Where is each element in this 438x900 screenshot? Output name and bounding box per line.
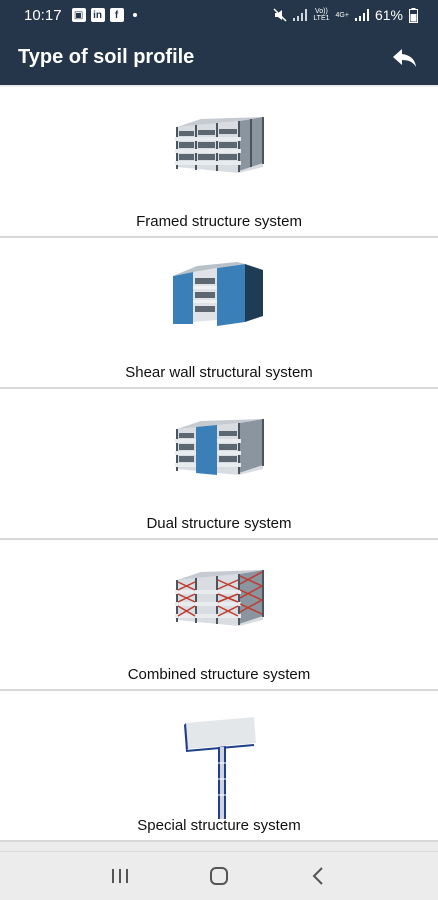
signal-icon [293, 9, 308, 21]
list-item-label: Framed structure system [136, 213, 302, 230]
list-item-shear-wall[interactable]: Shear wall structural system [0, 238, 438, 389]
gallery-icon: ▣ [71, 8, 86, 22]
list-item-special[interactable]: Special structure system [0, 691, 438, 842]
structure-list: Framed structure system Shear wall struc… [0, 87, 438, 842]
system-navigation-bar [0, 851, 438, 900]
dual-building-icon [0, 411, 438, 521]
shear-wall-building-icon [0, 260, 438, 370]
battery-icon [409, 7, 418, 23]
list-item-combined[interactable]: Combined structure system [0, 540, 438, 691]
home-icon[interactable] [199, 856, 239, 896]
system-status: Vo))LTE1 4G+ 61% [273, 7, 418, 23]
list-item-dual[interactable]: Dual structure system [0, 389, 438, 540]
signal-icon-2 [354, 9, 369, 21]
status-bar: 10:17 ▣ in f Vo))LTE1 4G+ 61% [0, 0, 438, 30]
list-item-framed[interactable]: Framed structure system [0, 87, 438, 238]
linkedin-icon: in [90, 8, 105, 22]
combined-building-icon [0, 562, 438, 672]
back-arrow-icon[interactable] [390, 43, 420, 73]
billboard-icon [0, 713, 438, 823]
volte-indicator: Vo))LTE1 [313, 8, 330, 22]
back-icon[interactable] [298, 856, 338, 896]
notification-icons: ▣ in f [71, 8, 137, 22]
list-item-label: Special structure system [137, 817, 301, 834]
battery-percent: 61% [374, 7, 403, 23]
list-item-label: Dual structure system [146, 515, 292, 532]
more-notifications-icon [132, 13, 137, 17]
framed-building-icon [0, 109, 438, 219]
recents-icon[interactable] [100, 856, 140, 896]
page-title: Type of soil profile [18, 46, 195, 68]
status-time: 10:17 [24, 6, 62, 24]
app-bar: Type of soil profile [0, 30, 438, 85]
list-item-label: Shear wall structural system [125, 364, 313, 381]
facebook-icon: f [109, 8, 124, 22]
list-item-label: Combined structure system [127, 666, 311, 683]
mute-icon [273, 8, 287, 22]
lte-indicator: 4G+ [335, 11, 349, 19]
